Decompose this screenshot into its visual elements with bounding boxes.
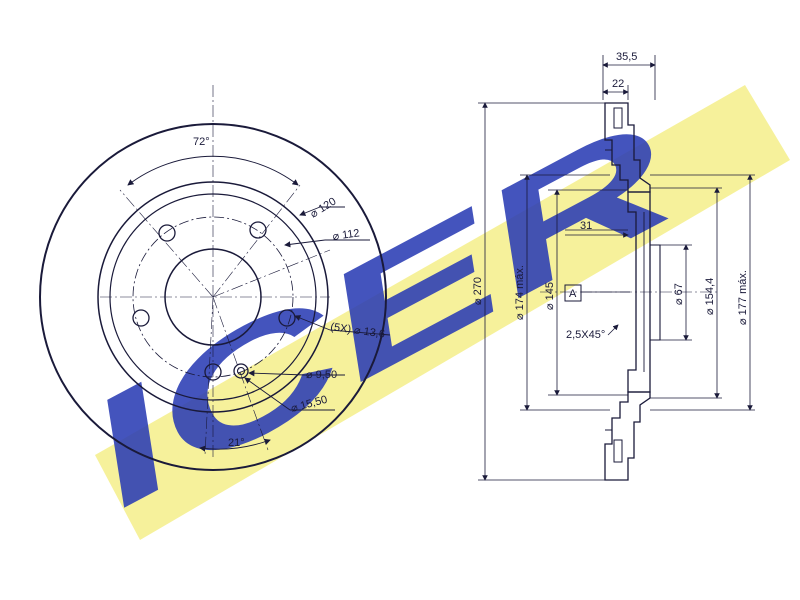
rim-section-bottom <box>604 391 651 481</box>
bolt-hole <box>249 221 267 239</box>
hole-9-5-label: ⌀ 9,50 <box>306 369 337 381</box>
diameter-67-label: ⌀ 67 <box>673 283 685 305</box>
angle-21-label: 21° <box>228 437 245 449</box>
section-dimensions <box>478 55 755 481</box>
thickness-22-label: 22 <box>612 78 624 90</box>
datum-box <box>564 284 582 302</box>
watermark-band <box>95 85 790 540</box>
disc-outer-edge <box>39 123 387 471</box>
diameter-177-label: ⌀ 177 máx. <box>737 270 749 325</box>
datum-label: A <box>569 288 577 300</box>
diameter-154-label: ⌀ 154,4 <box>704 278 716 315</box>
pcd-112-label: ⌀ 112 <box>332 227 361 243</box>
locating-hole <box>233 363 249 379</box>
front-view <box>39 85 391 471</box>
vent-slots <box>605 107 623 463</box>
hat-section <box>627 191 651 393</box>
center-lines <box>100 85 331 460</box>
diameter-145-label: ⌀ 145 <box>544 282 556 310</box>
angle-arc-72 <box>127 155 299 186</box>
bolt-hole <box>158 224 176 242</box>
chamfer-label: 2,5X45° <box>566 329 605 341</box>
hub-face <box>650 244 661 341</box>
section-view <box>540 102 720 481</box>
section-view-labels: 35,5 22 31 2,5X45° A ⌀ 270 ⌀ 174 máx. ⌀ … <box>472 51 749 341</box>
width-35-5-label: 35,5 <box>616 51 637 63</box>
watermark: ICER <box>56 85 790 540</box>
angle-arc-21 <box>199 438 271 452</box>
watermark-logo-text: ICER <box>56 89 700 538</box>
angle-72-label: 72° <box>193 136 210 148</box>
leaders <box>244 206 391 411</box>
chamfer-leader <box>607 324 619 336</box>
bolt-hole <box>132 309 150 327</box>
depth-31-label: 31 <box>580 220 592 232</box>
pcd-120-label: ⌀ 120 <box>308 196 338 221</box>
bolt-circle <box>132 216 294 378</box>
diameter-174-label: ⌀ 174 máx. <box>514 265 526 320</box>
diameter-270-label: ⌀ 270 <box>472 277 484 305</box>
